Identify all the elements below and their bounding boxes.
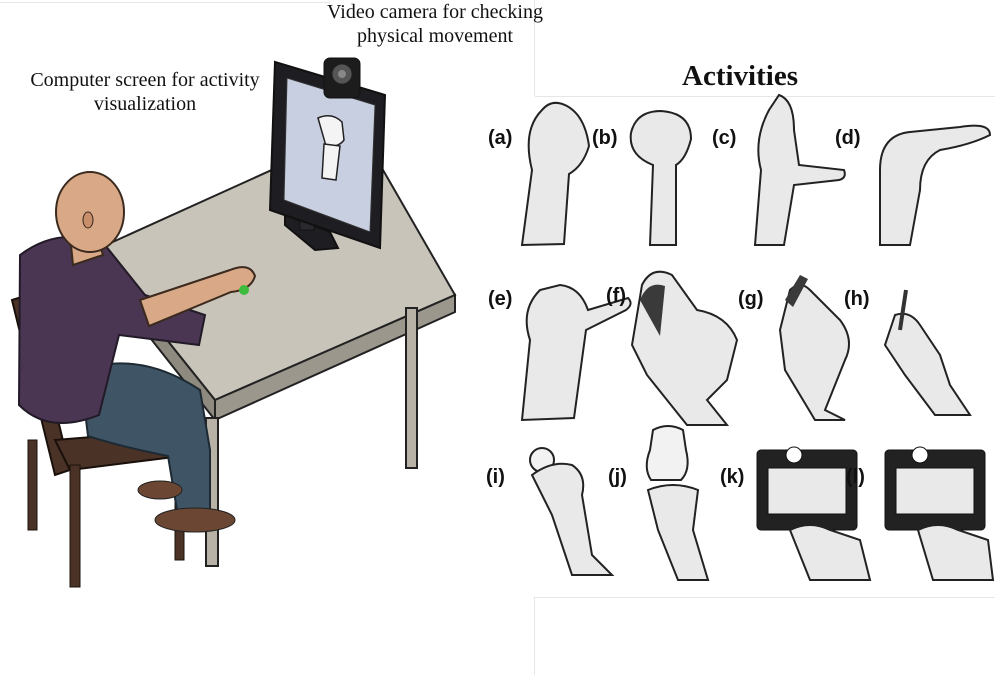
activity-a-drawing [522, 103, 589, 245]
activity-label-i: (i) [486, 466, 505, 489]
activity-label-c: (c) [712, 127, 736, 150]
activity-h-drawing [885, 290, 970, 415]
activity-label-h: (h) [844, 288, 870, 311]
activity-c-drawing [755, 95, 845, 245]
activity-f-drawing [632, 272, 737, 425]
activity-label-e: (e) [488, 288, 512, 311]
activity-label-b: (b) [592, 127, 618, 150]
activity-i-drawing [530, 448, 612, 575]
activity-label-d: (d) [835, 127, 861, 150]
activity-l-drawing [885, 447, 993, 580]
activity-label-g: (g) [738, 288, 764, 311]
activity-d-drawing [880, 126, 990, 245]
activity-label-j: (j) [608, 466, 627, 489]
activity-label-k: (k) [720, 466, 744, 489]
activity-g-drawing [780, 275, 849, 420]
activity-b-drawing [631, 111, 691, 245]
activity-label-a: (a) [488, 127, 512, 150]
activity-j-drawing [647, 426, 708, 580]
activity-label-f: (f) [606, 285, 626, 308]
activity-label-l: (l) [846, 466, 865, 489]
